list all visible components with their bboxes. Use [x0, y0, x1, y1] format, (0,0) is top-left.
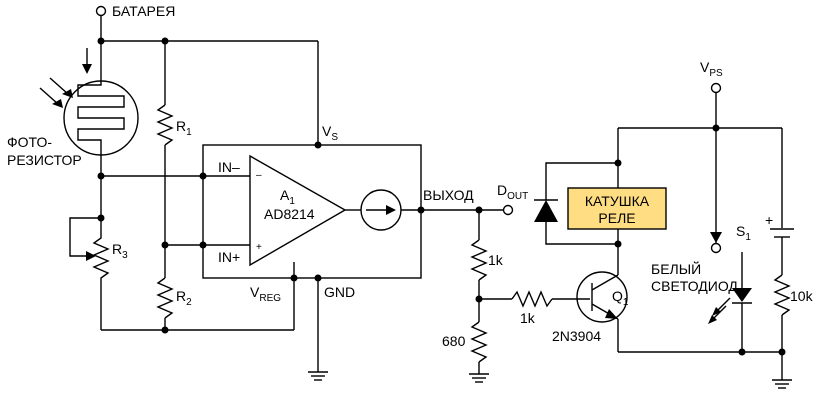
r-1k-a-label: 1k	[488, 252, 504, 268]
resistor-r2	[156, 241, 174, 334]
a1-label: A1	[280, 187, 295, 207]
gnd-label: GND	[324, 284, 355, 300]
in-plus-wire	[101, 241, 298, 331]
top-rail	[97, 37, 319, 145]
vs-label: VS	[322, 123, 338, 143]
r1-label: R1	[176, 118, 192, 138]
photoresistor	[63, 75, 139, 218]
vreg-label: VREG	[250, 284, 281, 304]
relay-label-2: РЕЛЕ	[598, 210, 635, 226]
vps-terminal	[710, 82, 722, 254]
q-part-label: 2N3904	[552, 328, 601, 344]
white-led	[732, 252, 752, 356]
capacitor	[770, 228, 794, 260]
in-plus-label: IN+	[218, 249, 240, 265]
r-680-label: 680	[442, 333, 466, 349]
q1-label: Q1	[612, 288, 629, 308]
photoresistor-label-1: ФОТО-	[7, 134, 52, 150]
potentiometer-r3	[69, 214, 110, 330]
plus-sign: +	[256, 242, 262, 253]
relay-label-1: КАТУШКА	[585, 193, 650, 209]
ground-symbol-2	[618, 351, 792, 389]
led-light-arrows-icon	[708, 297, 731, 324]
output-label: ВЫХОД	[423, 187, 474, 203]
amplifier-a1	[202, 141, 479, 282]
amp-part-label: AD8214	[264, 206, 315, 222]
r3-label: R3	[112, 241, 128, 261]
r-1k-b-label: 1k	[520, 310, 536, 326]
relay-coil	[567, 128, 667, 248]
resistor-r1	[156, 41, 174, 245]
output-node	[475, 204, 514, 216]
led-label-1: БЕЛЫЙ	[651, 260, 701, 277]
battery-terminal	[95, 5, 107, 75]
minus-sign: –	[256, 170, 262, 181]
r2-label: R2	[176, 288, 192, 308]
resistor-10k	[773, 260, 791, 380]
in-minus-label: IN–	[218, 159, 240, 175]
led-label-2: СВЕТОДИОД	[651, 278, 738, 294]
flyback-diode	[534, 162, 618, 245]
transistor-q1	[576, 229, 628, 352]
base-resistor	[479, 290, 590, 308]
r-10k-label: 10k	[790, 288, 814, 304]
supply-rail	[618, 124, 783, 228]
s1-label: S1	[736, 223, 751, 243]
dout-label: DOUT	[497, 182, 528, 202]
cap-plus: +	[765, 212, 773, 228]
vps-label: VPS	[700, 59, 723, 79]
photoresistor-label-2: РЕЗИСТОР	[7, 152, 82, 168]
ground-symbol-1	[308, 278, 328, 381]
light-arrows-icon	[39, 48, 92, 108]
battery-label: БАТАРЕЯ	[112, 3, 175, 19]
divider-resistors	[469, 210, 489, 383]
